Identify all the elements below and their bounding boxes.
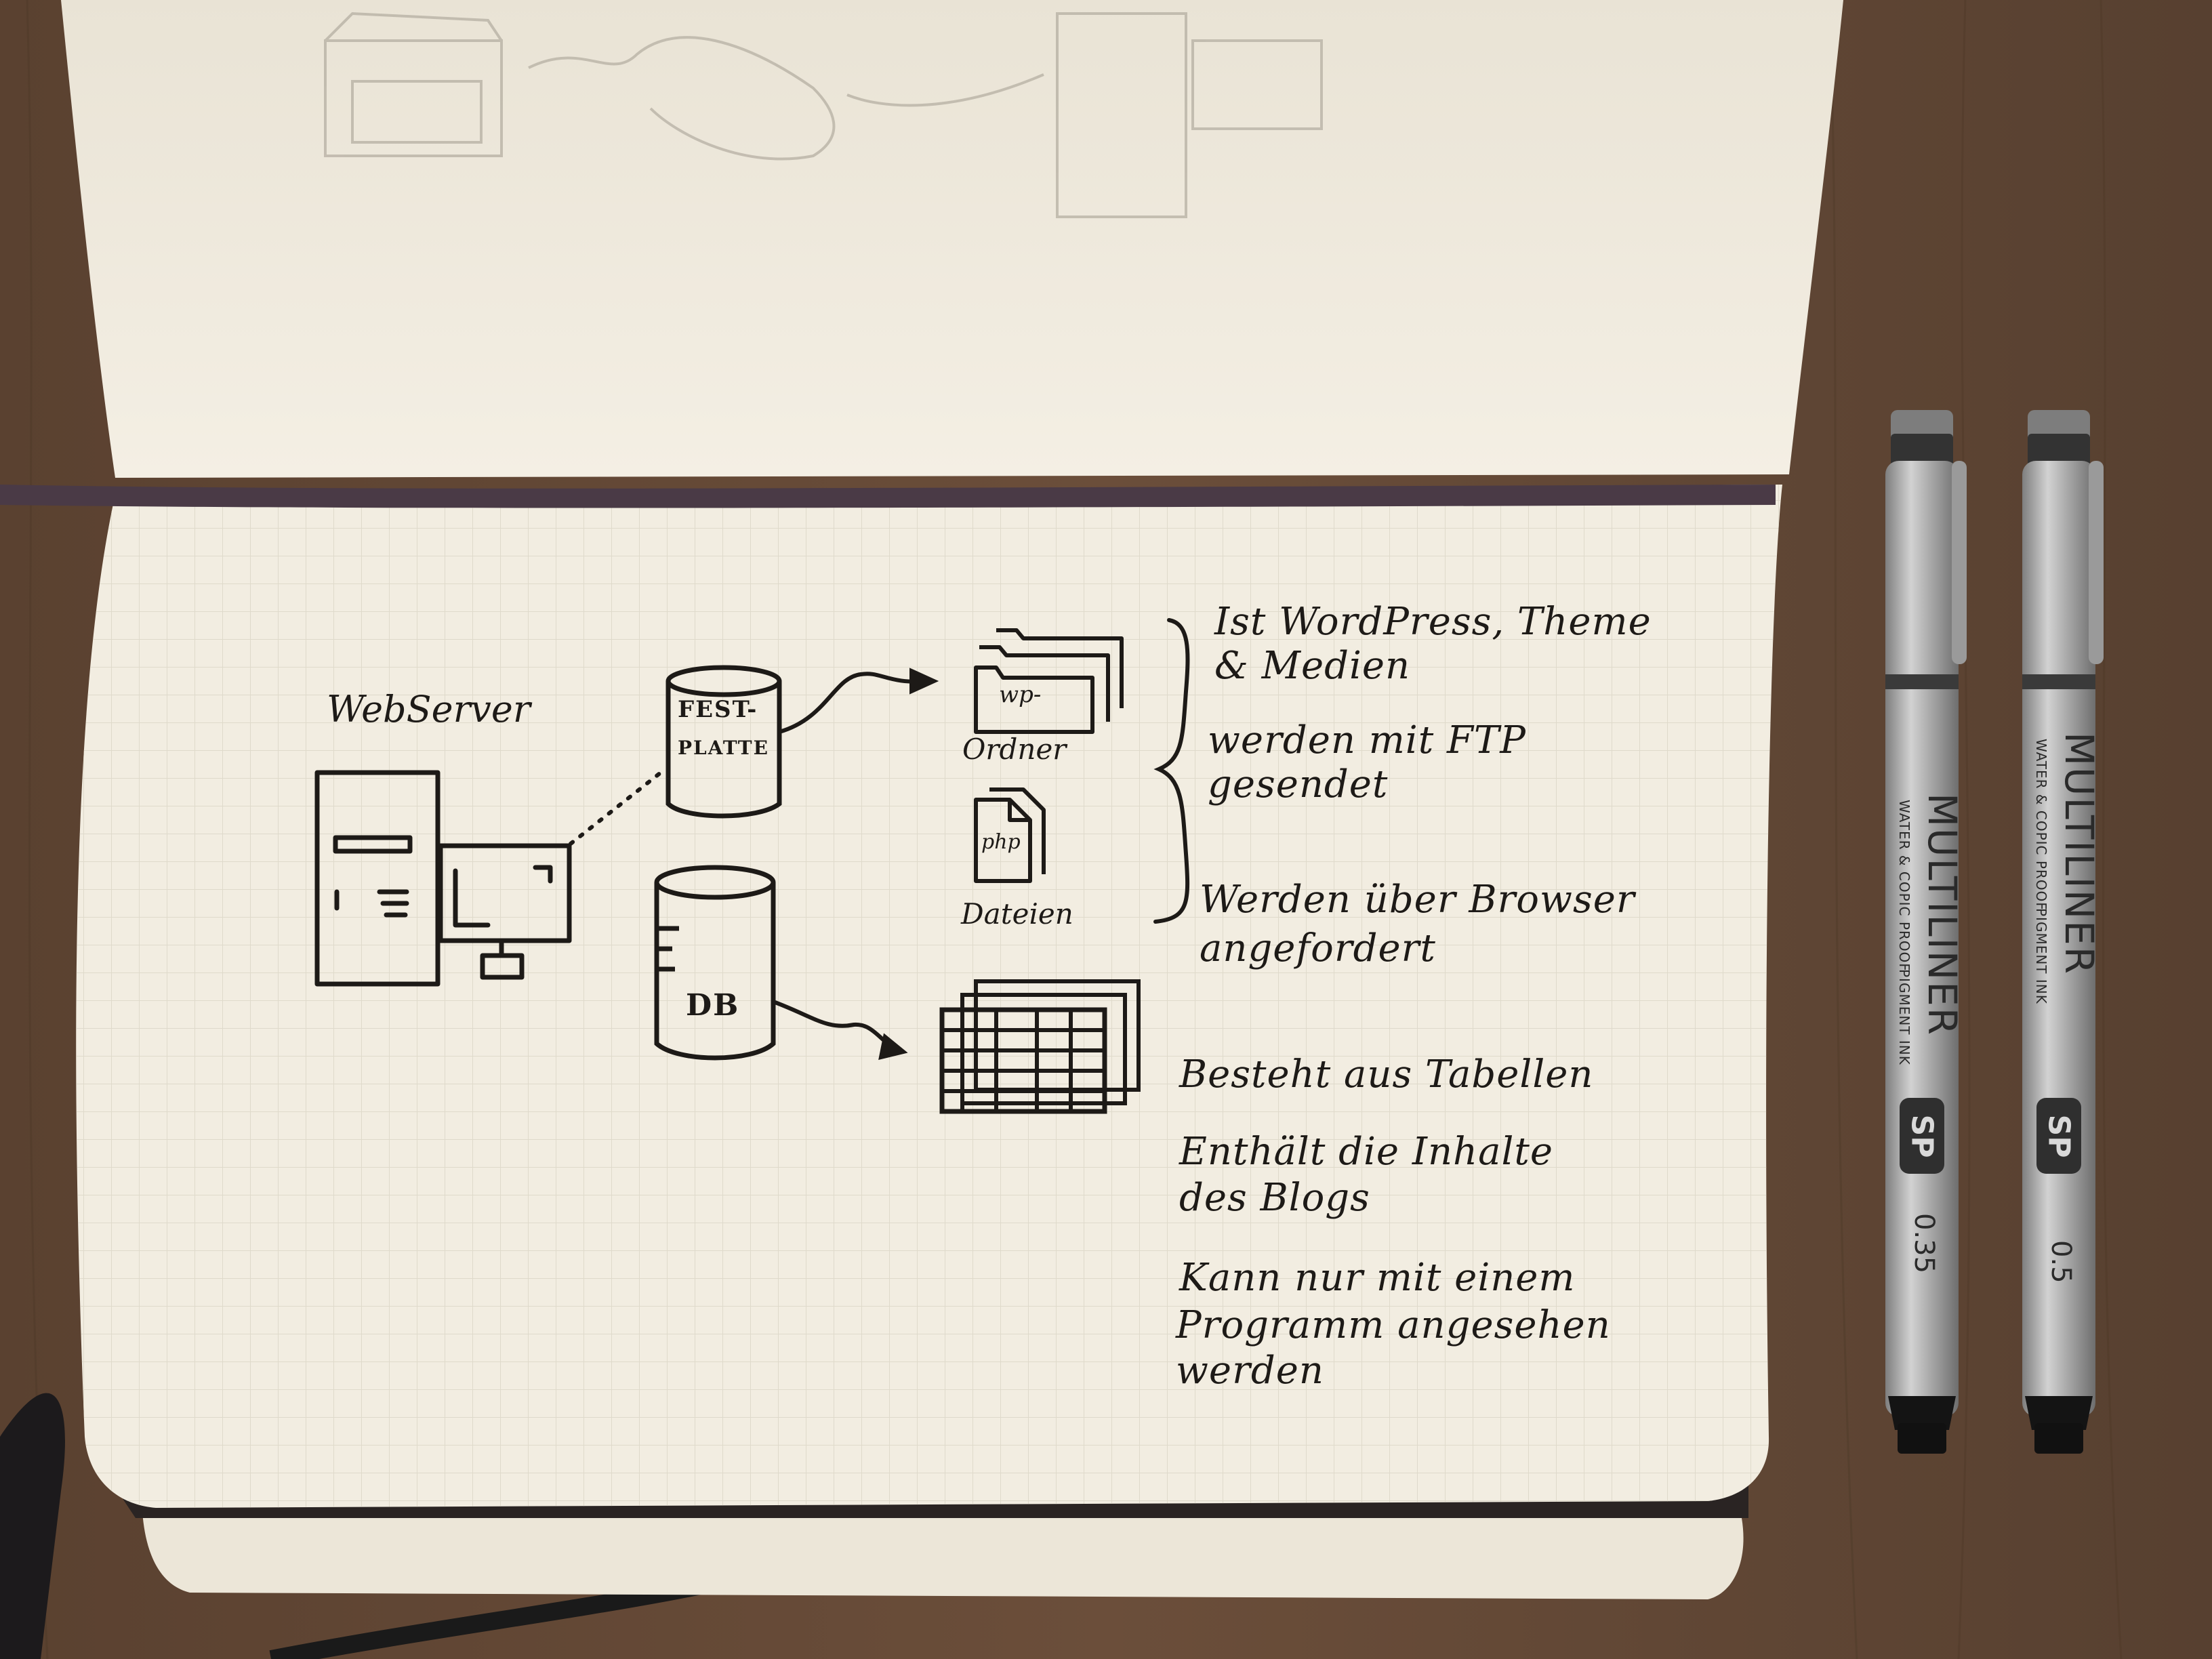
db-label: DB [686,988,740,1023]
pen-2-brand: MULTILINER [2056,732,2102,976]
pen-1-brand: MULTILINER [1919,793,1965,1037]
webserver-label: WebServer [327,688,531,731]
webserver-drawing [314,770,572,987]
pen-1 [1885,410,1967,1454]
disk-label-line1: FEST- [678,696,758,723]
note-db-line1: Besteht aus Tabellen [1179,1052,1594,1097]
folder-label: wp- [999,681,1042,708]
file-icon [974,787,1046,883]
note-files-line4: gesendet [1208,762,1389,806]
pen-2-subtitle-line1: WATER & COPIC PROOF [2033,739,2049,911]
notebook-ribbon [0,1393,65,1659]
folder-icon [974,628,1124,734]
pen-1-subtitle-line2: PIGMENT INK [1896,969,1912,1065]
hard-disk-drawing [665,665,782,819]
pen-1-subtitle-line1: WATER & COPIC PROOF [1896,800,1912,972]
notebook-bottom-edge [142,1511,1744,1599]
note-files-line3: werden mit FTP [1208,718,1526,762]
faded-back-sketch [324,12,1323,218]
file-caption: Dateien [961,897,1073,930]
notebook-upper-page [61,0,1843,478]
database-drawing [654,865,776,1061]
note-files-line6: angefordert [1200,926,1436,970]
pen-2-badge: SP [2036,1098,2081,1174]
disk-label-line2: PLATTE [678,737,769,759]
note-db-line3: des Blogs [1179,1176,1370,1220]
note-db-line5: Programm angesehen [1176,1303,1611,1347]
elastic-band [0,485,1776,508]
dotted-connector [569,771,663,846]
note-db-line6: werden [1176,1349,1324,1393]
pen-2 [2022,410,2104,1454]
pen-2-size: 0.5 [2045,1240,2076,1284]
file-label: php [981,830,1021,854]
pen-2-subtitle-line2: PIGMENT INK [2033,908,2049,1004]
pen-1-size: 0.35 [1908,1213,1940,1274]
curly-brace [1153,618,1190,924]
note-files-line2: & Medien [1214,644,1411,688]
note-files-line1: Ist WordPress, Theme [1214,600,1652,644]
tables-drawing [939,979,1141,1114]
note-db-line2: Enthält die Inhalte [1179,1130,1554,1174]
note-files-line5: Werden über Browser [1200,878,1635,922]
pen-1-badge: SP [1900,1098,1944,1174]
note-db-line4: Kann nur mit einem [1179,1256,1576,1300]
folder-caption: Ordner [962,733,1067,766]
disk-arrow [777,672,930,734]
